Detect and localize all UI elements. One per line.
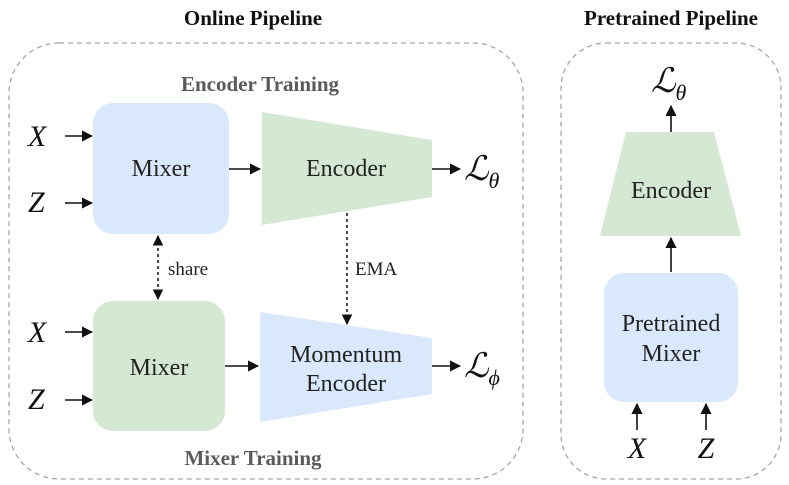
online-pipeline-title: Online Pipeline [184, 6, 322, 30]
pretrained-input-z: Z [698, 432, 715, 465]
ema-label: EMA [355, 259, 398, 280]
pretrained-pipeline-title: Pretrained Pipeline [584, 6, 758, 30]
mixer-training-label: Mixer Training [184, 446, 322, 470]
pretrained-encoder-label: Encoder [631, 178, 711, 204]
loss-phi-online: ℒϕ [464, 348, 500, 390]
share-label: share [168, 259, 208, 280]
pretrained-input-x: X [627, 432, 648, 465]
pretrained-mixer-label-line2: Mixer [642, 341, 701, 367]
input-z-bottom: Z [28, 383, 45, 416]
pretrained-encoder-shape [600, 132, 741, 236]
mixer-bottom-label: Mixer [130, 355, 189, 381]
pretrained-mixer-label-line1: Pretrained [622, 311, 721, 337]
loss-theta-online: ℒθ [464, 151, 500, 193]
encoder-label: Encoder [306, 156, 386, 182]
momentum-encoder-label-line1: Momentum [290, 342, 402, 368]
input-x-bottom: X [27, 316, 48, 349]
loss-theta-pretrained: ℒθ [651, 63, 687, 105]
mixer-top-label: Mixer [132, 156, 191, 182]
pretrained-pipeline-container [560, 42, 782, 480]
input-x-top: X [27, 120, 48, 153]
mixer-bottom-box [93, 301, 225, 431]
online-pipeline-container [8, 42, 524, 480]
momentum-encoder-label-line2: Encoder [306, 371, 386, 397]
input-z-top: Z [28, 186, 45, 219]
encoder-shape [262, 112, 432, 225]
momentum-encoder-shape [260, 312, 432, 422]
pretrained-mixer-box [604, 273, 738, 402]
encoder-training-label: Encoder Training [181, 72, 340, 96]
mixer-top-box [93, 103, 229, 234]
